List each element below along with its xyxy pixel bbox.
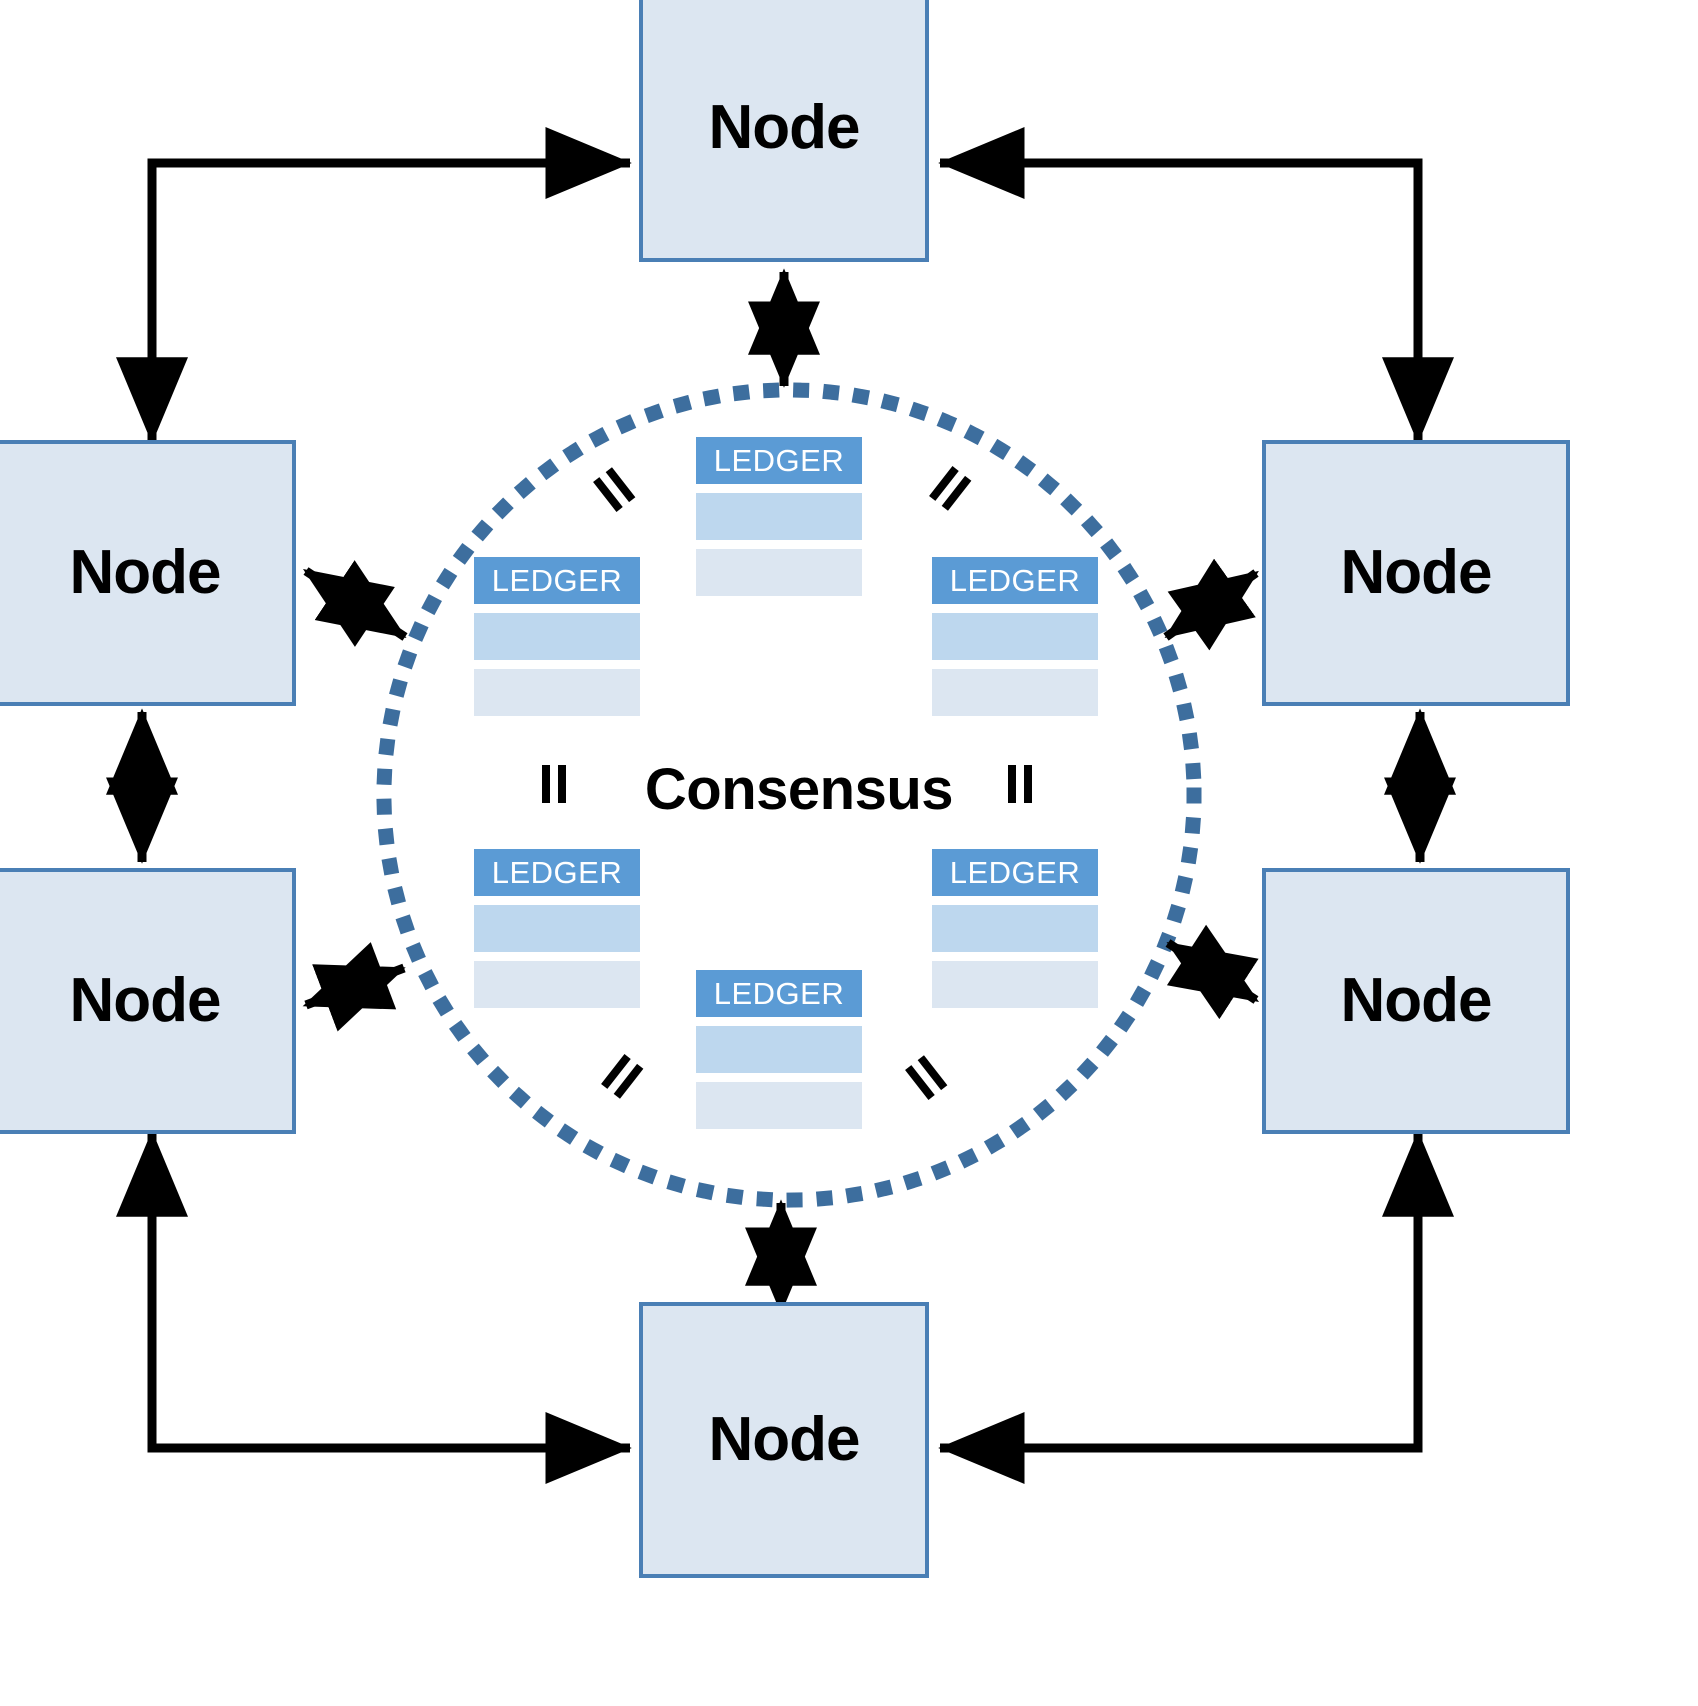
node-label: Node <box>1340 538 1493 607</box>
ledger-card-lower-right[interactable]: LEDGER <box>932 849 1098 1008</box>
ledger-row <box>474 669 640 716</box>
consensus-label: Consensus <box>644 757 954 822</box>
node-box-bottom[interactable]: Node <box>639 1302 929 1578</box>
node-box-right-upper[interactable]: Node <box>1262 440 1570 706</box>
node-box-top[interactable]: Node <box>639 0 929 262</box>
ledger-row <box>932 669 1098 716</box>
ledger-card-top[interactable]: LEDGER <box>696 437 862 596</box>
link-rightupper-consensus <box>1163 558 1259 651</box>
link-rightlower-to-bottom <box>938 1130 1454 1484</box>
ledger-row <box>932 961 1098 1008</box>
node-label: Node <box>69 538 222 607</box>
ledger-row <box>696 1026 862 1073</box>
link-leftupper-to-top <box>116 127 632 444</box>
node-box-left-lower[interactable]: Node <box>0 868 296 1134</box>
link-rightupper-to-top <box>938 127 1454 444</box>
node-label: Node <box>69 966 222 1035</box>
ledger-header: LEDGER <box>474 557 640 604</box>
node-label: Node <box>1340 966 1493 1035</box>
ledger-row <box>474 905 640 952</box>
ledger-header: LEDGER <box>932 557 1098 604</box>
ledger-row <box>932 905 1098 952</box>
ledger-header: LEDGER <box>932 849 1098 896</box>
ledger-row <box>696 549 862 596</box>
equals-icon-top-right <box>924 462 977 515</box>
node-label: Node <box>708 1405 861 1474</box>
ledger-card-bottom[interactable]: LEDGER <box>696 970 862 1129</box>
ledger-row <box>474 613 640 660</box>
link-leftupper-consensus <box>303 560 408 647</box>
link-leftlower-to-bottom <box>116 1130 632 1484</box>
equals-icon-middle-left <box>536 765 574 803</box>
link-leftlower-consensus <box>302 942 406 1032</box>
ledger-card-upper-right[interactable]: LEDGER <box>932 557 1098 716</box>
ledger-row <box>696 1082 862 1129</box>
equals-icon-top-left <box>588 462 641 515</box>
ledger-header: LEDGER <box>474 849 640 896</box>
ledger-header: LEDGER <box>696 437 862 484</box>
node-box-right-lower[interactable]: Node <box>1262 868 1570 1134</box>
ledger-row <box>696 493 862 540</box>
ledger-card-lower-left[interactable]: LEDGER <box>474 849 640 1008</box>
ledger-row <box>474 961 640 1008</box>
equals-icon-bottom-right <box>900 1050 953 1103</box>
ledger-row <box>932 613 1098 660</box>
equals-icon-middle-right <box>1002 765 1040 803</box>
node-box-left-upper[interactable]: Node <box>0 440 296 706</box>
ledger-header: LEDGER <box>696 970 862 1017</box>
node-label: Node <box>708 93 861 162</box>
link-rightlower-consensus <box>1165 924 1260 1020</box>
ledger-card-upper-left[interactable]: LEDGER <box>474 557 640 716</box>
equals-icon-bottom-left <box>596 1050 649 1103</box>
